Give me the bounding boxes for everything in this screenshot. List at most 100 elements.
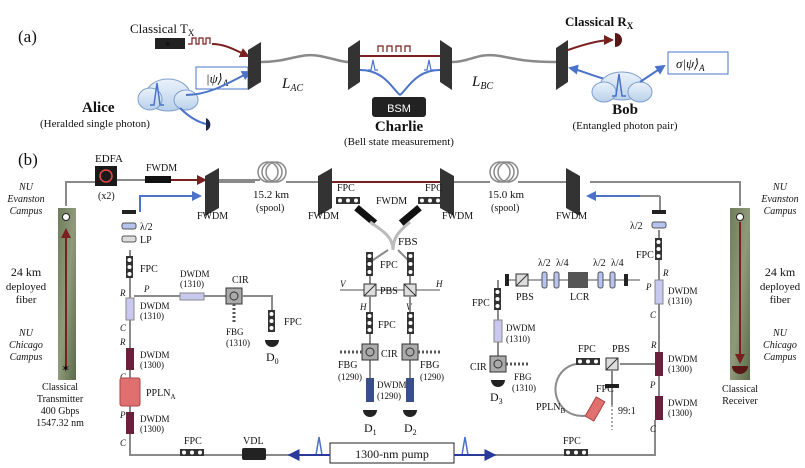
vdl-label: VDL	[243, 436, 264, 447]
half-wave-label-right: λ/2	[630, 221, 643, 232]
fiber-collimator-left	[122, 210, 136, 214]
fbs-coupler	[369, 220, 411, 251]
chicago-right-1: NU	[772, 328, 788, 339]
fpc-bob-pa	[494, 288, 501, 310]
lp-label: LP	[140, 235, 152, 246]
tx-label-2: Transmitter	[37, 394, 84, 405]
charlie-quantum-paths	[359, 69, 441, 96]
fwdm-charlie-right-diag	[398, 204, 422, 226]
panel-a-label: (a)	[18, 27, 37, 46]
evanston-left-3: Campus	[10, 206, 43, 217]
port-p-bob-2: P	[649, 380, 656, 390]
pol-h-right: H	[435, 279, 443, 289]
alice-column: λ/2 LP FPC R P DWDM (1310) C R DWDM (130…	[119, 210, 176, 448]
chicago-left-2: Chicago	[9, 340, 43, 351]
fpc-charlie-right	[418, 197, 442, 204]
quarter-wave-label-bob-1: λ/4	[556, 258, 569, 269]
pump-pulse-left	[312, 436, 326, 456]
fpc-d1	[366, 312, 373, 334]
fiber-rx-up	[590, 181, 741, 206]
fpc-herald	[268, 310, 275, 332]
port-c-bob-2: C	[650, 424, 657, 434]
fpc-label-cl: FPC	[337, 183, 355, 194]
dwdm-label-alice-1310: DWDM	[140, 301, 170, 311]
charlie-fwdm-right	[440, 168, 454, 216]
dwdm-nm-herald: (1310)	[180, 279, 204, 289]
fwdm-charlie-left-diag	[354, 204, 378, 226]
pump-label: 1300-nm pump	[355, 447, 429, 461]
tx-label-4: 1547.32 nm	[36, 418, 84, 429]
dwdm-nm-bob-1300: (1300)	[668, 364, 692, 374]
port-p-alice: P	[143, 284, 150, 294]
pump-box	[329, 442, 455, 464]
fpc-label-charlie-mid: FPC	[380, 260, 398, 271]
pump-pulse-right	[458, 436, 472, 456]
alice-detector-icon	[206, 118, 211, 131]
lbc-label: LBC	[471, 74, 493, 92]
classical-tx-label: Classical TX	[130, 21, 195, 38]
chicago-left-3: Campus	[10, 352, 43, 363]
cir-d1	[361, 343, 379, 361]
alice-state: |ψ⟩A	[206, 71, 229, 88]
deployed-fiber-right: NU Evanston Campus 24 km deployed fiber …	[722, 182, 801, 407]
classical-tx-arrow	[211, 43, 250, 58]
d3-label: D3	[490, 390, 503, 406]
cir-d3	[489, 355, 507, 373]
alice-wdm-block	[248, 42, 261, 90]
panel-b-label: (b)	[18, 150, 38, 169]
bob-desc: (Entangled photon pair)	[572, 120, 677, 132]
fpc-sagnac	[576, 358, 600, 365]
deployed-left-2: fiber	[16, 294, 37, 306]
fwdm-label-cr: FWDM	[442, 211, 473, 222]
ppln-b-label: PPLNB	[536, 402, 565, 415]
alice-to-fwdm-path	[139, 191, 202, 212]
alice-photon	[150, 82, 164, 106]
dwdm-1310-d3	[493, 319, 503, 343]
spool-right-length: 15.0 km	[488, 189, 525, 201]
dwdm-nm-d3: (1310)	[506, 334, 530, 344]
fpc-label-alice: FPC	[140, 264, 158, 275]
chicago-left-1: NU	[18, 328, 34, 339]
fpc-pbs-right	[407, 252, 414, 276]
dwdm-label-bob-1300b: DWDM	[668, 398, 698, 408]
lcr-label: LCR	[570, 292, 590, 303]
edfa-coil-icon	[99, 169, 113, 183]
port-r-bob: R	[662, 268, 669, 278]
spool-right: 15.0 km (spool)	[454, 161, 566, 214]
bob-wdm-block	[556, 40, 568, 90]
dwdm-label-herald: DWDM	[180, 269, 210, 279]
fpc-label-cr: FPC	[425, 183, 443, 194]
evanston-right-2: Evanston	[760, 194, 798, 205]
bsm-label: BSM	[387, 103, 411, 115]
dwdm-d1	[366, 378, 374, 402]
fiber-lac	[260, 53, 349, 64]
fbg-label-herald: FBG	[226, 327, 244, 337]
fwdm-label-right: FWDM	[556, 211, 587, 222]
quarter-wave-bob-2	[609, 271, 616, 289]
d2-label: D2	[404, 421, 417, 437]
cir-herald	[225, 287, 243, 305]
fpc-alice	[126, 256, 133, 278]
dwdm-nm-charlie: (1290)	[377, 391, 401, 401]
dwdm-d2	[406, 378, 414, 402]
dwdm-nm-alice-1310: (1310)	[140, 311, 164, 321]
fwdm-label-left: FWDM	[197, 211, 228, 222]
spool-left: 15.2 km (spool)	[219, 161, 318, 214]
charlie-wdm-left	[348, 40, 360, 90]
spool-left-icon	[257, 161, 279, 183]
fwdm-small-left	[145, 176, 171, 183]
detector-d3-icon	[491, 380, 505, 387]
port-r-alice: R	[119, 288, 126, 298]
lp-left	[121, 235, 137, 243]
pol-h-left: H	[359, 302, 367, 312]
bob-sagnac: PBS FPC PPLNB FPC 99:1	[536, 344, 655, 430]
half-wave-label-left: λ/2	[140, 222, 153, 233]
edfa-label: EDFA	[95, 153, 123, 165]
evanston-right-3: Campus	[764, 206, 797, 217]
dwdm-nm-alice-1300: (1300)	[140, 360, 164, 370]
ratio-label: 99:1	[618, 406, 636, 417]
fbg-nm-d1: (1290)	[338, 372, 362, 382]
fpc-label-bob: FPC	[636, 250, 654, 261]
alice-herald-path	[179, 107, 207, 125]
spool-left-length: 15.2 km	[253, 189, 290, 201]
